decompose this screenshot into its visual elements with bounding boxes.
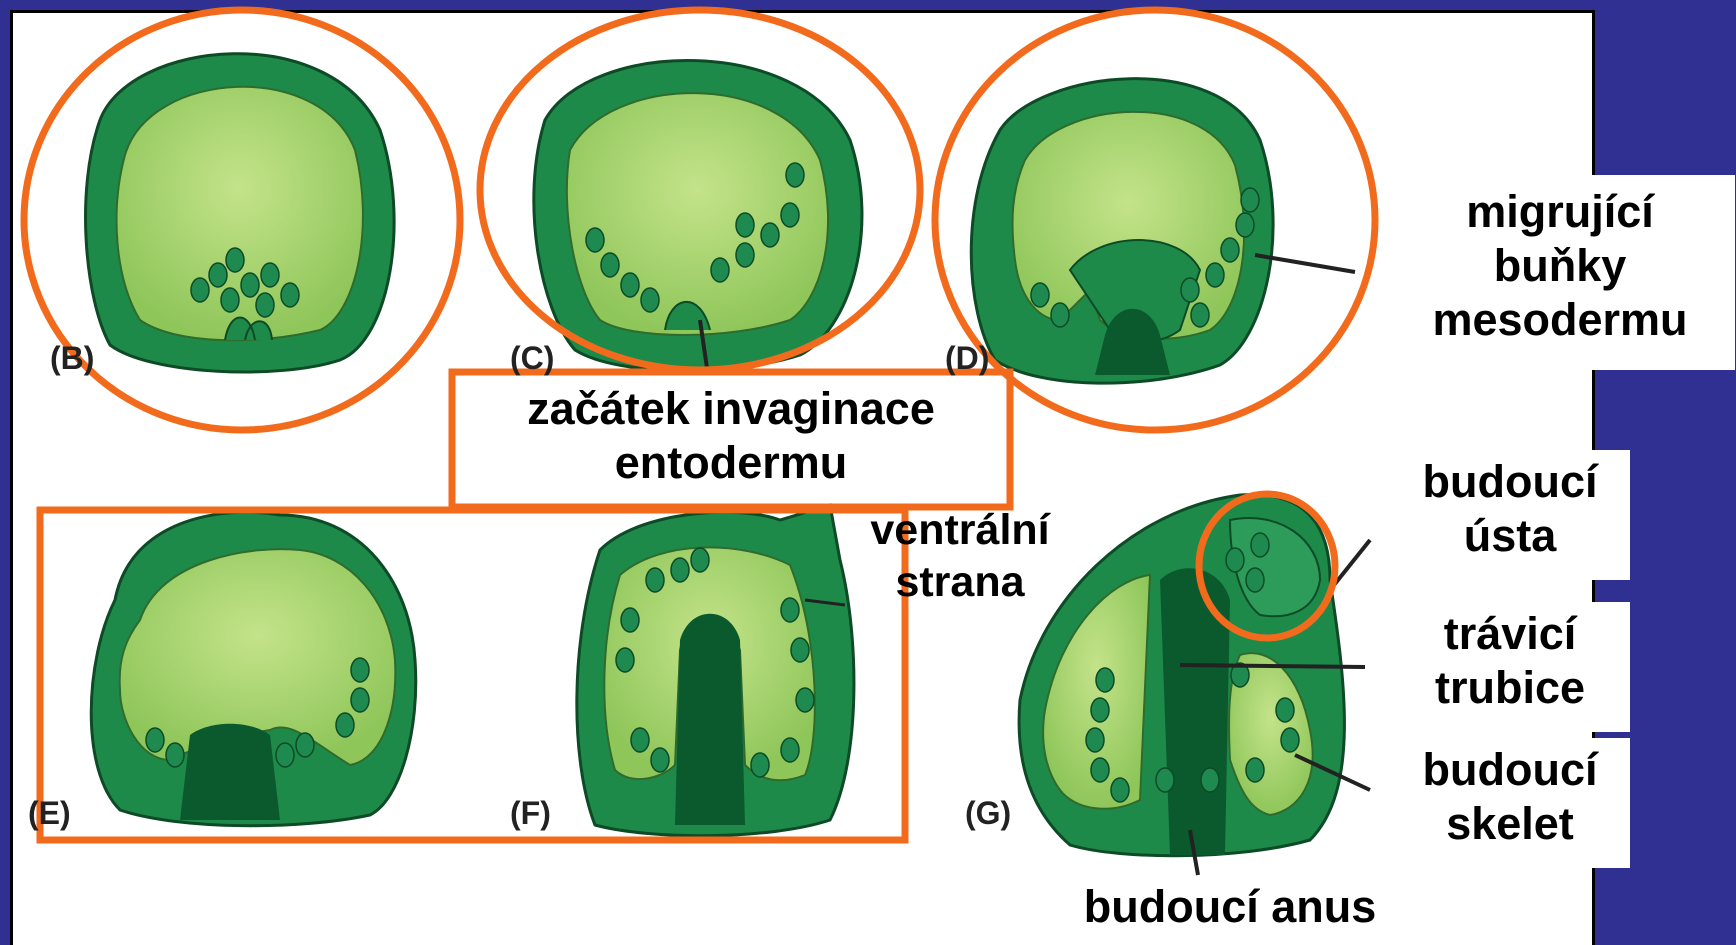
label-line: trávicí xyxy=(1390,607,1630,661)
label-line: migrující xyxy=(1395,185,1725,239)
label-line: budoucí xyxy=(1390,743,1630,797)
label-future-skeleton: budoucí skelet xyxy=(1390,743,1630,851)
label-line: strana xyxy=(845,557,1075,609)
label-future-anus: budoucí anus xyxy=(1030,880,1430,934)
label-invagination-start: začátek invaginace entodermu xyxy=(455,382,1007,490)
label-line: budoucí xyxy=(1390,455,1630,509)
label-line: mesodermu xyxy=(1395,293,1725,347)
label-line: začátek invaginace xyxy=(455,382,1007,436)
label-line: trubice xyxy=(1390,661,1630,715)
stage-c-label: (C) xyxy=(510,340,554,377)
label-migrating-cells: migrující buňky mesodermu xyxy=(1395,185,1725,347)
stage-d-label: (D) xyxy=(945,340,989,377)
label-line: ústa xyxy=(1390,509,1630,563)
label-line: skelet xyxy=(1390,797,1630,851)
label-line: entodermu xyxy=(455,436,1007,490)
embryo-stage-f xyxy=(577,505,854,836)
label-digestive-tube: trávicí trubice xyxy=(1390,607,1630,715)
label-ventral-side: ventrální strana xyxy=(845,505,1075,608)
label-future-mouth: budoucí ústa xyxy=(1390,455,1630,563)
stage-b-label: (B) xyxy=(50,340,94,377)
embryo-stage-b xyxy=(86,54,395,372)
label-line: buňky xyxy=(1395,239,1725,293)
embryo-stage-e xyxy=(91,512,416,825)
stage-f-label: (F) xyxy=(510,795,551,832)
embryo-stage-d xyxy=(971,79,1355,383)
stage-e-label: (E) xyxy=(28,795,71,832)
embryo-stage-c xyxy=(534,61,862,375)
label-line: ventrální xyxy=(845,505,1075,557)
stage-g-label: (G) xyxy=(965,795,1011,832)
